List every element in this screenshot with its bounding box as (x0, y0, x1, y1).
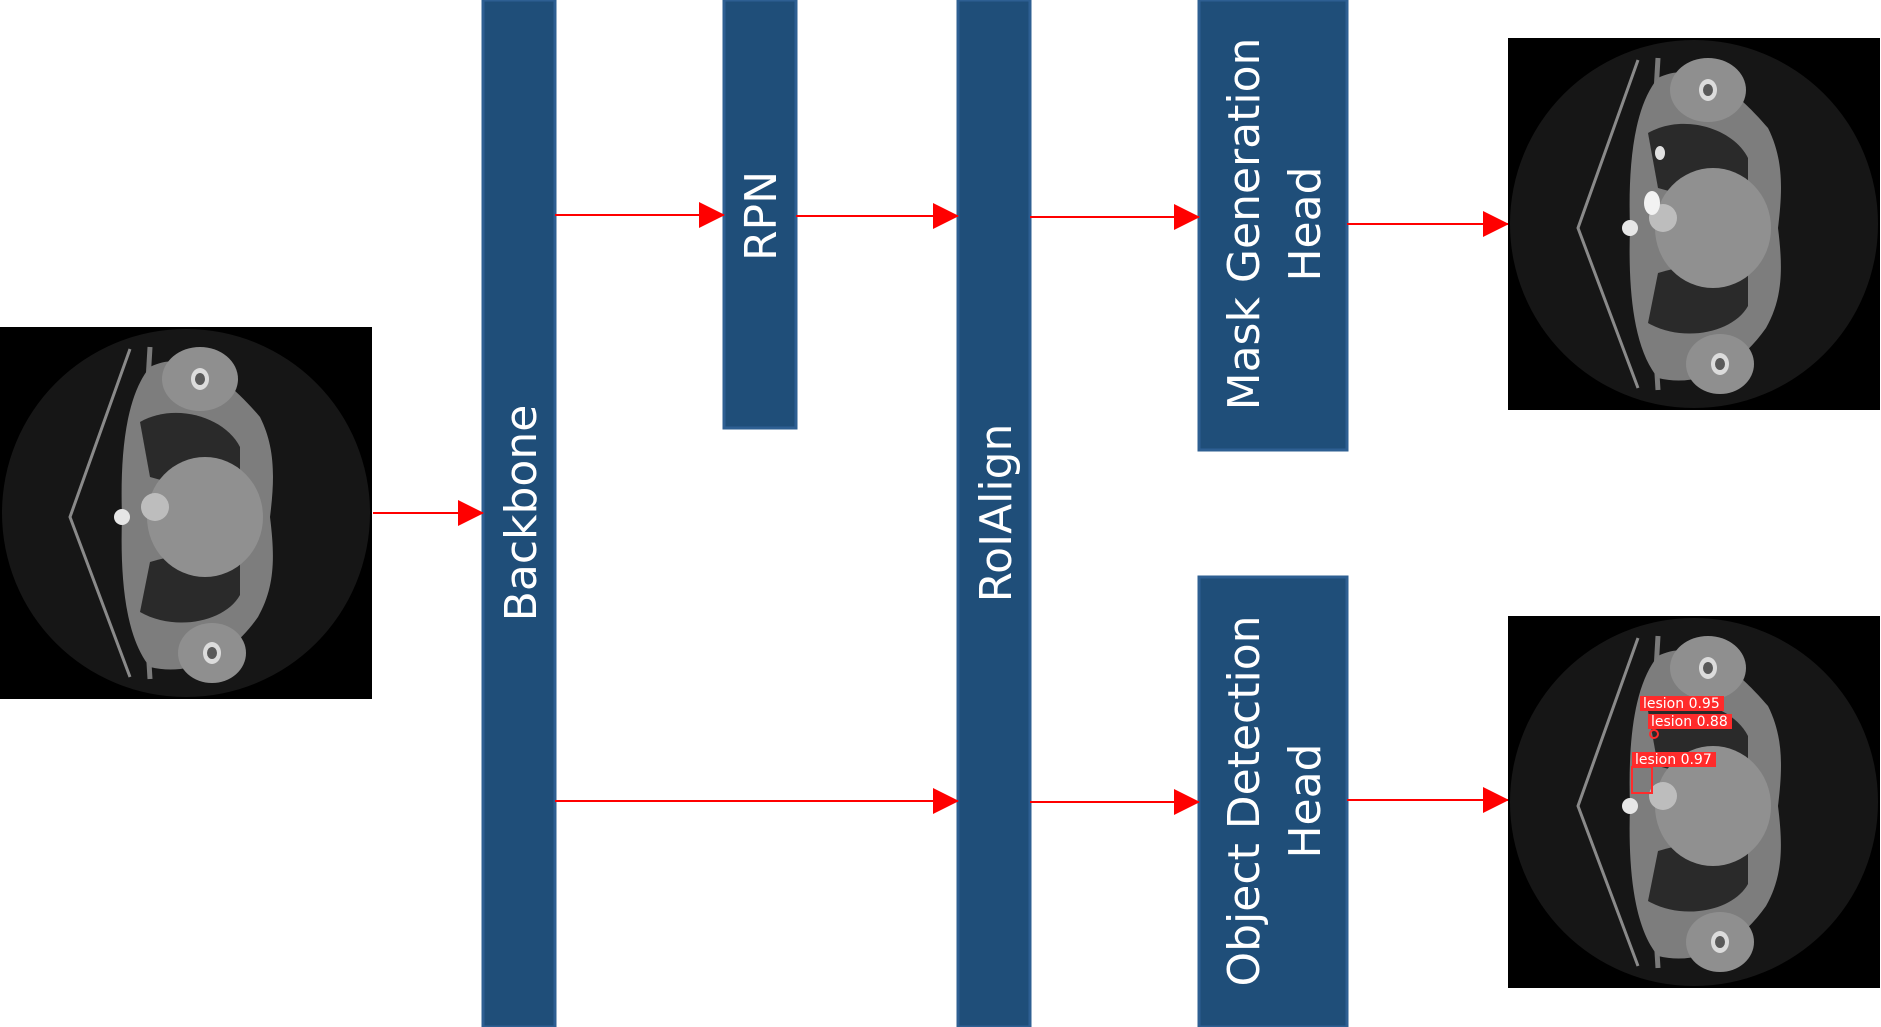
detection-head-label-line2: Head (1280, 743, 1331, 858)
mask-generation-head-block: Mask Generation Head (1197, 0, 1349, 452)
object-detection-head-block: Object Detection Head (1197, 575, 1349, 1027)
detection-label: lesion 0.95 (1643, 696, 1720, 712)
mask-head-label-line2: Head (1280, 166, 1331, 281)
mask-highlight (1644, 191, 1660, 215)
roialign-block: RoIAlign (956, 0, 1032, 1027)
mask-highlight (1655, 146, 1665, 160)
roialign-label: RoIAlign (971, 424, 1022, 603)
detection-box: lesion 0.95 (1640, 696, 1724, 712)
detection-output-ct-image: lesion 0.95 lesion 0.88 lesion 0.97 (1508, 616, 1880, 988)
backbone-block: Backbone (481, 0, 557, 1027)
arrows (373, 202, 1509, 815)
detection-head-label-line1: Object Detection (1219, 615, 1270, 986)
mask-head-label-line1: Mask Generation (1219, 38, 1270, 411)
detection-box: lesion 0.88 (1648, 714, 1732, 739)
detection-box: lesion 0.97 (1631, 752, 1716, 794)
rpn-block: RPN (722, 0, 798, 430)
backbone-label: Backbone (496, 405, 547, 622)
detection-label: lesion 0.88 (1651, 714, 1728, 730)
rpn-label: RPN (736, 171, 787, 261)
mask-output-ct-image (1508, 38, 1880, 410)
input-ct-image (0, 327, 372, 699)
detection-label: lesion 0.97 (1635, 752, 1712, 768)
